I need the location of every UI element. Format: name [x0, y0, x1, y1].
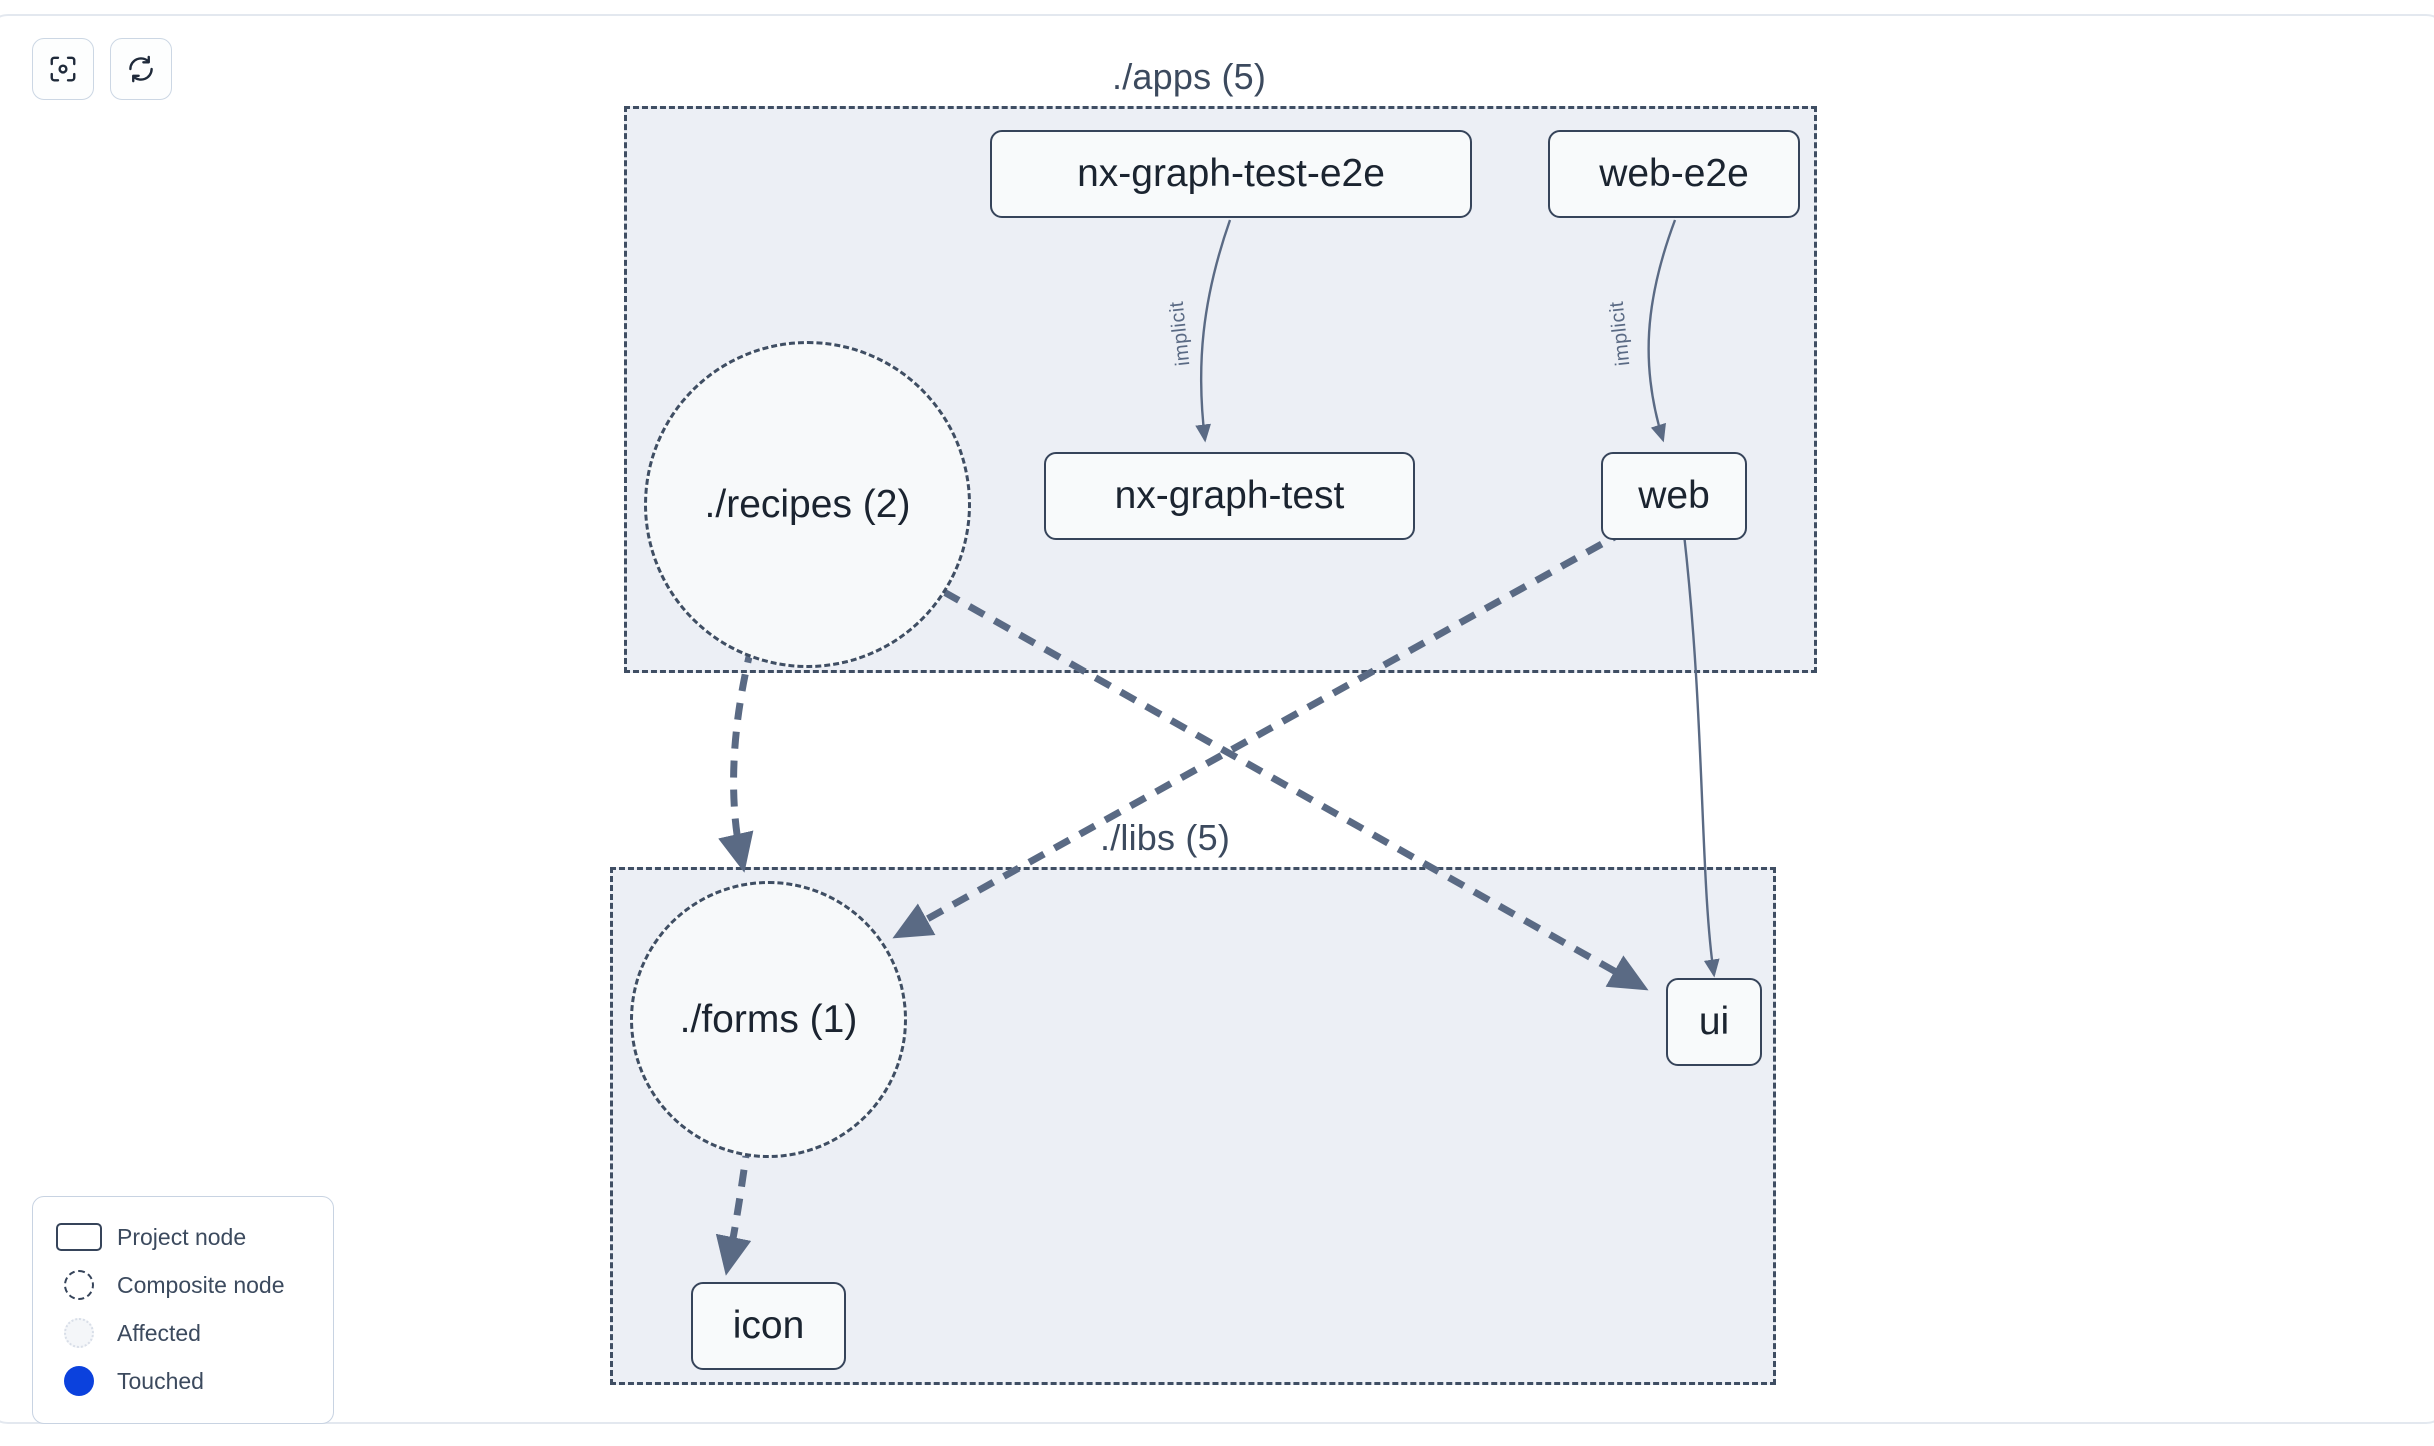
- touched-swatch: [51, 1366, 107, 1396]
- node-label: web-e2e: [1599, 152, 1749, 195]
- group-libs-label: ./libs (5): [1100, 817, 1231, 858]
- node-recipes[interactable]: ./recipes (2): [644, 341, 971, 668]
- refresh-graph-button[interactable]: [110, 38, 172, 100]
- viewfinder-focus-icon: [48, 54, 78, 84]
- legend-item-composite-node: Composite node: [51, 1261, 315, 1309]
- legend-item-affected: Affected: [51, 1309, 315, 1357]
- composite-node-swatch: [51, 1270, 107, 1300]
- focus-graph-button[interactable]: [32, 38, 94, 100]
- legend-label: Touched: [117, 1367, 204, 1394]
- node-label: ui: [1698, 1000, 1730, 1043]
- affected-swatch: [51, 1318, 107, 1348]
- node-label: ./forms (1): [679, 997, 858, 1041]
- node-web-e2e[interactable]: web-e2e: [1548, 130, 1800, 218]
- node-label: web: [1638, 474, 1710, 517]
- node-forms[interactable]: ./forms (1): [630, 881, 907, 1158]
- refresh-icon: [126, 54, 156, 84]
- node-label: ./recipes (2): [704, 482, 911, 526]
- node-nx-graph-test-e2e[interactable]: nx-graph-test-e2e: [990, 130, 1472, 218]
- node-nx-graph-test[interactable]: nx-graph-test: [1044, 452, 1415, 540]
- legend-item-project-node: Project node: [51, 1213, 315, 1261]
- node-label: nx-graph-test-e2e: [1077, 152, 1385, 195]
- node-ui[interactable]: ui: [1666, 978, 1762, 1066]
- node-label: icon: [732, 1304, 805, 1347]
- group-apps-label: ./apps (5): [1112, 56, 1267, 97]
- legend-item-touched: Touched: [51, 1357, 315, 1405]
- graph-legend: Project node Composite node Affected Tou…: [32, 1196, 334, 1424]
- project-node-swatch: [51, 1223, 107, 1251]
- legend-label: Project node: [117, 1223, 247, 1250]
- legend-label: Composite node: [117, 1271, 285, 1298]
- node-label: nx-graph-test: [1114, 474, 1345, 517]
- legend-label: Affected: [117, 1319, 201, 1346]
- graph-toolbar: [32, 38, 172, 100]
- node-icon[interactable]: icon: [691, 1282, 846, 1370]
- node-web[interactable]: web: [1601, 452, 1747, 540]
